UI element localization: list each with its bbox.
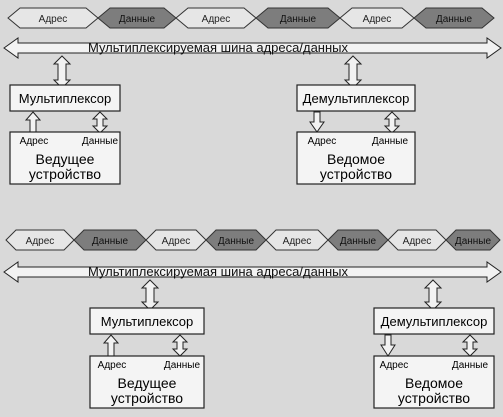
bottom-master-address-label: Адрес [98, 360, 127, 371]
top-master-address-label: Адрес [20, 136, 49, 147]
bottom-bus-segments: Адрес Данные Адрес Данные Адрес Данные А… [5, 229, 501, 251]
top-slave-address-arrow [309, 111, 325, 133]
bottom-master-bus-connector [140, 279, 160, 311]
top-segment-label-6: Данные [436, 14, 473, 25]
top-master-bus-connector [52, 55, 72, 89]
bottom-master-address-arrow [102, 334, 120, 357]
bottom-segment-label-6: Данные [340, 236, 377, 247]
bottom-slave-device-box [373, 355, 495, 409]
top-diagram: Адрес Данные Адрес Данные Адрес Данные М… [3, 7, 502, 185]
bottom-slave: Демультиплексор Адрес Данные Ведомое уст… [373, 307, 495, 409]
top-slave-device-line2: устройство [320, 166, 392, 182]
top-slave-data-label: Данные [372, 136, 409, 147]
top-master-address-arrow [24, 111, 42, 133]
top-slave-address-label: Адрес [308, 136, 337, 147]
bottom-segment-label-8: Данные [455, 236, 492, 247]
bottom-segment-label-2: Данные [92, 236, 129, 247]
bottom-bus-label: Мультиплексируемая шина адреса/данных [88, 264, 349, 279]
top-segment-label-5: Адрес [363, 14, 392, 25]
top-segment-6 [413, 7, 495, 29]
top-master-data-arrow [91, 111, 109, 134]
bottom-demux-box [373, 307, 495, 335]
bottom-segment-label-4: Данные [218, 236, 255, 247]
top-bus-segments: Адрес Данные Адрес Данные Адрес Данные [7, 7, 495, 29]
bottom-segment-label-1: Адрес [26, 236, 55, 247]
top-master-device-line2: устройство [29, 166, 101, 182]
top-mux-box [9, 84, 121, 112]
bottom-master-device-line1: Ведущее [118, 375, 177, 391]
bottom-slave-data-label: Данные [452, 360, 489, 371]
top-demux-label: Демультиплексор [303, 91, 410, 106]
bottom-slave-address-label: Адрес [380, 360, 409, 371]
top-bus-label: Мультиплексируемая шина адреса/данных [88, 40, 349, 55]
bottom-mux-label: Мультиплексор [101, 314, 194, 329]
top-master-device-line1: Ведущее [36, 151, 95, 167]
top-demux-box [296, 84, 416, 112]
bottom-master-device-line2: устройство [111, 390, 183, 406]
bottom-slave-address-arrow [380, 334, 396, 357]
bottom-slave-device-line2: устройство [398, 390, 470, 406]
bottom-bus-arrow: Мультиплексируемая шина адреса/данных [3, 261, 502, 283]
bottom-demux-label: Демультиплексор [381, 314, 488, 329]
bottom-master-data-arrow [171, 334, 189, 357]
top-slave: Демультиплексор Адрес Данные Ведомое уст… [296, 84, 416, 185]
bottom-diagram: Адрес Данные Адрес Данные Адрес Данные А… [3, 229, 502, 409]
top-segment-label-4: Данные [280, 14, 317, 25]
bottom-segment-label-7: Адрес [403, 236, 432, 247]
top-segment-label-1: Адрес [39, 14, 68, 25]
top-bus-arrow: Мультиплексируемая шина адреса/данных [3, 37, 502, 59]
top-master: Мультиплексор Адрес Данные Ведущее устро… [9, 84, 121, 185]
top-slave-device-box [296, 131, 416, 185]
bottom-mux-box [89, 307, 205, 335]
bottom-segment-label-5: Адрес [283, 236, 312, 247]
top-master-data-label: Данные [82, 136, 119, 147]
bottom-master-data-label: Данные [164, 360, 201, 371]
bottom-slave-device-line1: Ведомое [405, 375, 463, 391]
bottom-slave-data-arrow [461, 334, 479, 357]
bottom-slave-bus-connector [423, 279, 443, 311]
bottom-segment-label-3: Адрес [162, 236, 191, 247]
top-mux-label: Мультиплексор [19, 91, 112, 106]
bottom-master: Мультиплексор Адрес Данные Ведущее устро… [89, 307, 205, 409]
top-master-device-box [9, 131, 121, 185]
top-slave-bus-connector [343, 55, 363, 89]
top-slave-data-arrow [383, 111, 401, 134]
top-slave-device-line1: Ведомое [327, 151, 385, 167]
top-segment-label-2: Данные [119, 14, 156, 25]
bottom-segment-8 [445, 229, 501, 251]
bottom-master-device-box [89, 355, 205, 409]
top-segment-label-3: Адрес [202, 14, 231, 25]
